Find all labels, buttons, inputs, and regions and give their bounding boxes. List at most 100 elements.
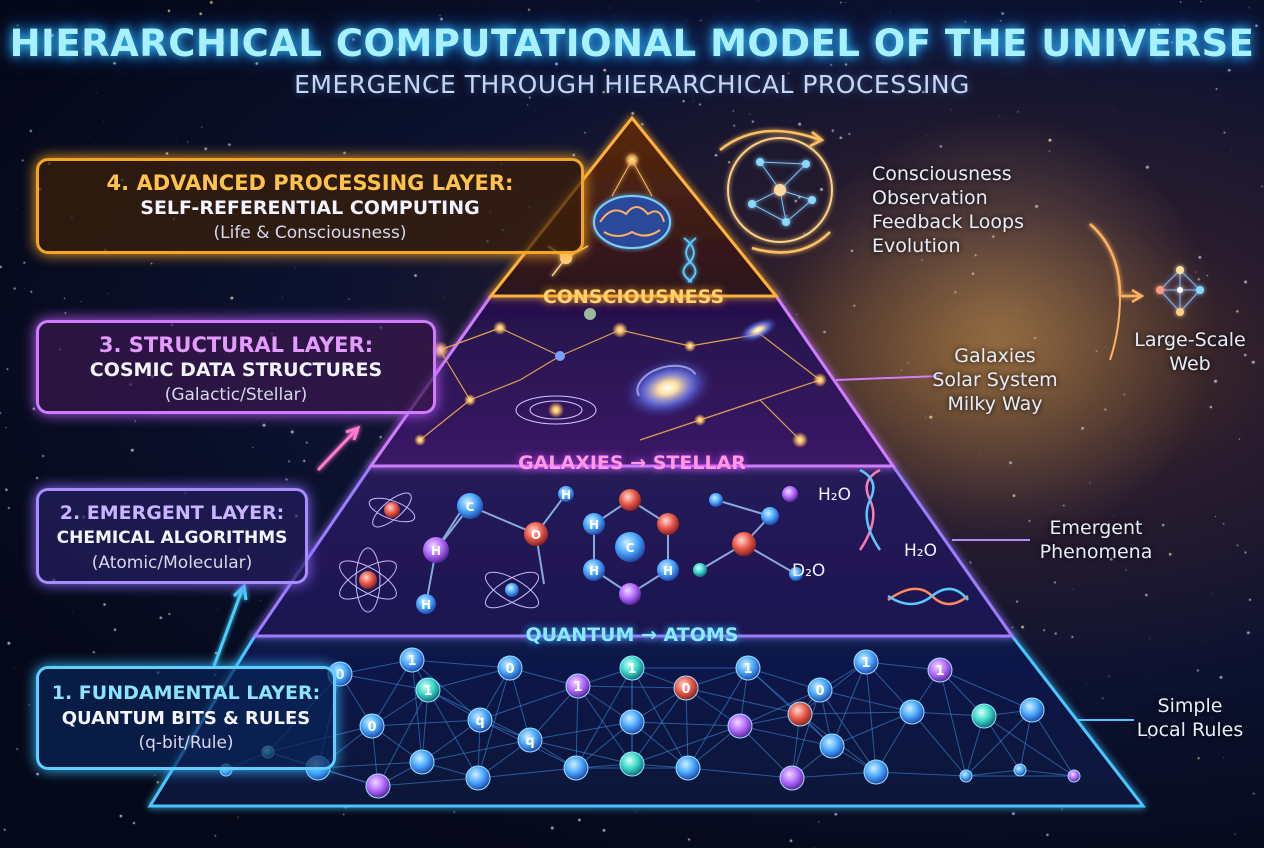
layer-2-name: CHEMICAL ALGORITHMS [56, 528, 288, 548]
atom-orbits [339, 492, 540, 613]
qubit-label: 1 [861, 656, 870, 671]
qubit-node [727, 713, 753, 739]
qubit-link [739, 689, 821, 727]
qubit-link [479, 685, 579, 721]
qubit-node [359, 713, 385, 739]
qubit-node [467, 707, 493, 733]
note-large-scale: Large-Scale [1134, 329, 1246, 351]
note-evolution: Evolution [872, 235, 961, 257]
qubit-link [939, 669, 967, 777]
svg-text:O: O [531, 528, 541, 542]
qubit-node [673, 675, 699, 701]
note-consciousness: Consciousness [872, 163, 1012, 185]
qubit-node [415, 677, 441, 703]
qubit-link [631, 667, 689, 769]
qubit-link [371, 719, 481, 727]
qubit-link [575, 667, 633, 769]
diagram-subtitle: EMERGENCE THROUGH HIERARCHICAL PROCESSIN… [294, 70, 970, 99]
qubit-link [575, 685, 579, 769]
qubit-node [853, 649, 879, 675]
layer-4-scope: (Life & Consciousness) [213, 223, 407, 243]
qubit-link [421, 739, 531, 763]
layer-3-heading: 3. STRUCTURAL LAYER: [98, 333, 374, 357]
water-label-2: H₂O [904, 541, 937, 561]
qubit-link [377, 689, 429, 787]
note-local-rules: Local Rules [1136, 719, 1244, 741]
qubit-label: 0 [335, 668, 344, 683]
layer-1-heading: 1. FUNDAMENTAL LAYER: [51, 682, 321, 704]
qubit-node [971, 703, 997, 729]
qubit-link [687, 667, 749, 769]
qubit-node [863, 759, 889, 785]
qubit-node [365, 773, 391, 799]
qubit-link [747, 667, 821, 691]
qubit-node [927, 657, 953, 683]
qubit-node [619, 709, 645, 735]
qubit-link [427, 689, 479, 779]
qubit-link [831, 711, 913, 747]
svg-text:C: C [466, 500, 475, 514]
qubit-link [875, 771, 967, 777]
feedback-network [719, 129, 833, 254]
note-milky-way: Milky Way [947, 393, 1043, 415]
side-connectors [835, 375, 1134, 721]
qubit-node [409, 749, 435, 775]
qubit-label: 0 [815, 684, 824, 699]
qubit-link [411, 659, 511, 669]
qubit-link [477, 767, 577, 779]
qubit-label: 1 [627, 662, 636, 677]
consciousness-label: CONSCIOUSNESS [542, 286, 725, 308]
layer-1-box: 1. FUNDAMENTAL LAYER: QUANTUM BITS & RUL… [36, 666, 336, 770]
qubit-label: 0 [681, 682, 690, 697]
qubit-label: 0 [505, 662, 514, 677]
svg-text:H: H [431, 544, 441, 558]
qubit-node [787, 701, 813, 727]
qubit-node [959, 769, 973, 783]
qubit-link [631, 687, 687, 765]
qubit-link [791, 689, 821, 779]
layer-2-box: 2. EMERGENT LAYER: CHEMICAL ALGORITHMS (… [36, 488, 308, 584]
qubit-node [497, 655, 523, 681]
rules-notes: Simple Local Rules [1130, 694, 1250, 742]
large-scale-connector [1089, 223, 1140, 298]
svg-text:C: C [626, 541, 635, 555]
qubit-label: 1 [407, 654, 416, 669]
svg-text:H: H [421, 598, 431, 612]
layer-arrows [316, 425, 361, 472]
qubit-link [911, 711, 967, 777]
qubit-link [339, 673, 429, 691]
qubit-node [819, 733, 845, 759]
qubit-link [819, 689, 913, 713]
qubit-node [1067, 769, 1081, 783]
atom-letters: H C O H C H H H H [421, 488, 673, 612]
qubit-label: q [525, 734, 534, 749]
emergent-notes: Emergent Phenomena [1036, 516, 1156, 564]
qubit-label: 1 [935, 664, 944, 679]
qubit-node [399, 647, 425, 673]
layer-2-scope: (Atomic/Molecular) [91, 553, 253, 573]
svg-text:H: H [663, 564, 673, 578]
qubit-link [631, 721, 741, 727]
qubit-node [807, 677, 833, 703]
large-scale-web-icon [1156, 266, 1204, 316]
qubit-node [563, 755, 589, 781]
svg-text:H: H [561, 488, 571, 502]
note-phenomena: Phenomena [1039, 541, 1153, 563]
layer-1-scope: (q-bit/Rule) [138, 733, 234, 753]
qubit-node [465, 765, 491, 791]
qubit-link [965, 769, 1021, 777]
qubit-label: 1 [423, 684, 432, 699]
qubit-link [865, 661, 877, 773]
svg-text:H: H [589, 564, 599, 578]
layer-4-name: SELF-REFERENTIAL COMPUTING [140, 197, 480, 219]
note-simple: Simple [1157, 695, 1223, 717]
qubit-link [799, 711, 913, 715]
qubit-node [1019, 697, 1045, 723]
note-feedback-loops: Feedback Loops [872, 211, 1024, 233]
qubit-label: 1 [743, 662, 752, 677]
qubit-node [619, 751, 645, 777]
qubit-link [831, 661, 867, 747]
qubit-link [529, 739, 633, 765]
stars-cluster [414, 308, 827, 448]
